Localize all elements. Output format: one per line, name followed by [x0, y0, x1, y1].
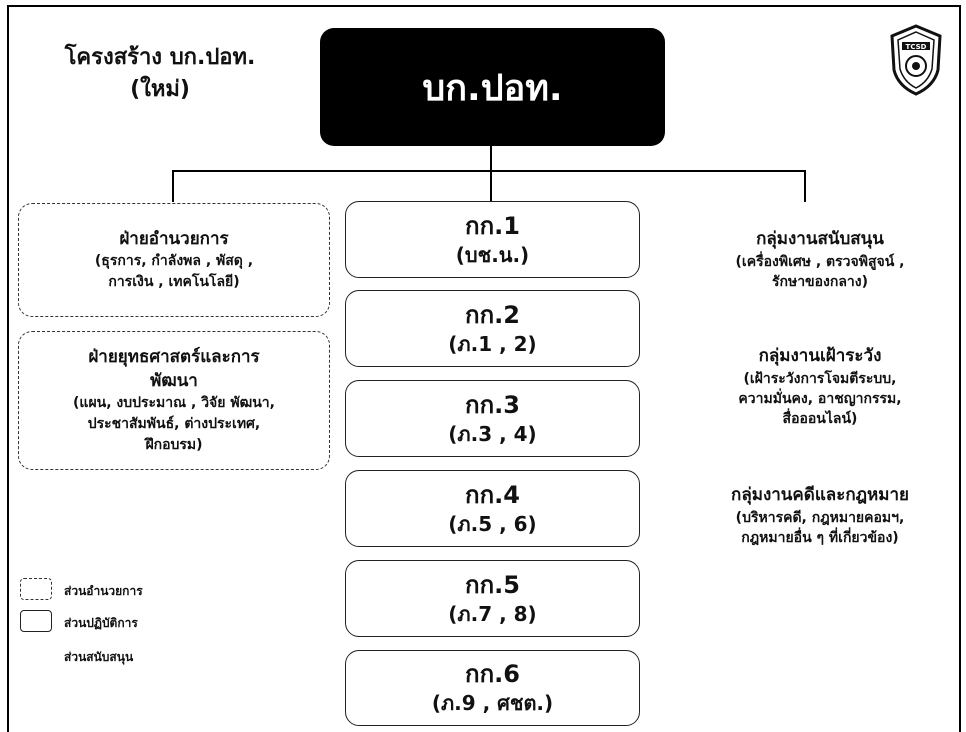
operational-unit-name: กก.2	[465, 300, 520, 329]
operational-unit-box-4: กก.4 (ภ.5 , 6)	[345, 470, 640, 547]
support-unit-1: กลุ่มงานสนับสนุน (เครื่องพิเศษ , ตรวจพิส…	[680, 226, 960, 292]
support-unit-title: กลุ่มงานคดีและกฎหมาย	[731, 485, 909, 505]
logo-text: TCSD	[906, 43, 927, 51]
admin-unit-title: พัฒนา	[150, 371, 198, 391]
connector-vertical-main	[490, 146, 492, 170]
support-unit-detail: กฎหมายอื่น ๆ ที่เกี่ยวข้อง)	[741, 530, 899, 546]
support-unit-detail: ความมั่นคง, อาชญากรรม,	[738, 391, 902, 407]
support-unit-3: กลุ่มงานคดีและกฎหมาย (บริหารคดี, กฎหมายค…	[680, 482, 960, 548]
operational-unit-name: กก.5	[465, 570, 520, 599]
operational-unit-box-2: กก.2 (ภ.1 , 2)	[345, 290, 640, 367]
chart-title-line1: โครงสร้าง บก.ปอท.	[64, 45, 256, 70]
chart-title-line2: (ใหม่)	[130, 77, 190, 102]
support-unit-detail: (เฝ้าระวังการโจมตีระบบ,	[743, 371, 897, 387]
operational-unit-box-1: กก.1 (บช.น.)	[345, 201, 640, 278]
admin-unit-title: ฝ่ายอำนวยการ	[119, 229, 229, 249]
operational-unit-box-5: กก.5 (ภ.7 , 8)	[345, 560, 640, 637]
admin-unit-detail: ประชาสัมพันธ์, ต่างประเทศ,	[87, 416, 261, 432]
operational-unit-area: (บช.น.)	[455, 242, 530, 267]
operational-unit-area: (ภ.7 , 8)	[448, 601, 537, 626]
support-unit-detail: (บริหารคดี, กฎหมายคอมฯ,	[735, 510, 905, 526]
support-unit-detail: รักษาของกลาง)	[771, 274, 869, 290]
operational-unit-area: (ภ.5 , 6)	[448, 511, 537, 536]
support-unit-title: กลุ่มงานเฝ้าระวัง	[758, 346, 882, 366]
operational-unit-area: (ภ.9 , ศชต.)	[431, 691, 554, 715]
page-frame	[7, 5, 961, 732]
admin-unit-detail: การเงิน , เทคโนโลยี)	[108, 274, 240, 290]
admin-unit-detail: (ธุรการ, กำลังพล , พัสดุ ,	[94, 253, 254, 269]
connector-right-drop	[804, 170, 806, 202]
operational-unit-name: กก.3	[465, 390, 520, 419]
admin-unit-detail: (แผน, งบประมาณ , วิจัย พัฒนา,	[73, 395, 275, 411]
legend-swatch-admin	[20, 578, 52, 600]
legend-label-admin: ส่วนอำนวยการ	[64, 584, 143, 598]
support-unit-title: กลุ่มงานสนับสนุน	[756, 229, 884, 249]
legend-swatch-operations	[20, 610, 52, 632]
tcsd-logo-icon: TCSD	[890, 24, 942, 96]
connector-center-drop	[490, 170, 492, 202]
admin-unit-box-1: ฝ่ายอำนวยการ (ธุรการ, กำลังพล , พัสดุ , …	[18, 203, 330, 317]
connector-horizontal-main	[172, 170, 806, 172]
support-unit-detail: (เครื่องพิเศษ , ตรวจพิสูจน์ ,	[735, 254, 905, 270]
admin-unit-detail: ฝึกอบรม)	[145, 437, 203, 453]
operational-unit-box-6: กก.6 (ภ.9 , ศชต.)	[345, 650, 640, 726]
chart-title: โครงสร้าง บก.ปอท. (ใหม่)	[30, 42, 290, 106]
top-unit-box: บก.ปอท.	[320, 28, 665, 146]
operational-unit-name: กก.6	[465, 660, 520, 688]
support-unit-detail: สื่อออนไลน์)	[782, 411, 858, 427]
operational-unit-name: กก.1	[465, 211, 520, 240]
admin-unit-box-2: ฝ่ายยุทธศาสตร์และการ พัฒนา (แผน, งบประมา…	[18, 331, 330, 470]
operational-unit-area: (ภ.3 , 4)	[448, 421, 537, 446]
legend-label-support: ส่วนสนับสนุน	[64, 650, 134, 664]
admin-unit-title: ฝ่ายยุทธศาสตร์และการ	[88, 347, 260, 367]
connector-left-drop	[172, 170, 174, 202]
operational-unit-name: กก.4	[465, 480, 520, 509]
operational-unit-area: (ภ.1 , 2)	[448, 331, 537, 356]
legend-label-operations: ส่วนปฏิบัติการ	[64, 616, 138, 630]
top-unit-label: บก.ปอท.	[422, 67, 563, 109]
operational-unit-box-3: กก.3 (ภ.3 , 4)	[345, 380, 640, 457]
support-unit-2: กลุ่มงานเฝ้าระวัง (เฝ้าระวังการโจมตีระบบ…	[680, 343, 960, 429]
